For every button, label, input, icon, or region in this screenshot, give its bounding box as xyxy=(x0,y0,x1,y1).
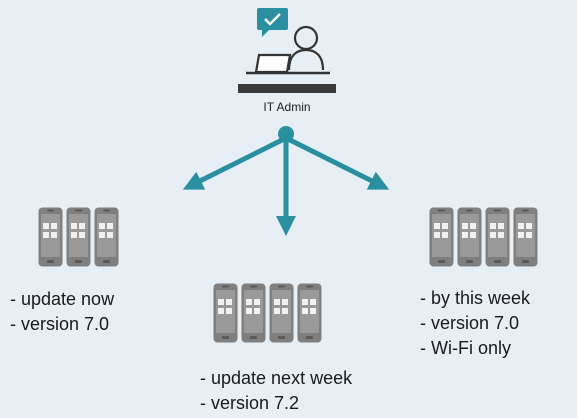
mobile-device-icon xyxy=(241,283,266,348)
group-line: - version 7.0 xyxy=(420,313,520,333)
it-admin-label: IT Admin xyxy=(263,100,311,114)
right-device-group xyxy=(429,207,538,272)
arrow-group xyxy=(182,126,390,236)
group-line: - version 7.2 xyxy=(200,393,300,413)
it-admin-laptop-icon xyxy=(238,8,336,93)
group-line: - Wi-Fi only xyxy=(420,338,511,358)
mobile-device-icon xyxy=(94,207,119,272)
arrow-origin-dot xyxy=(278,126,294,142)
mobile-device-icon xyxy=(269,283,294,348)
mobile-device-icon xyxy=(457,207,482,272)
mobile-device-icon xyxy=(429,207,454,272)
mobile-device-icon xyxy=(66,207,91,272)
arrow-to-left-group xyxy=(182,135,288,190)
mobile-device-icon xyxy=(38,207,63,272)
group-line: - version 7.0 xyxy=(10,314,110,334)
right-group-text: - by this week - version 7.0 - Wi-Fi onl… xyxy=(420,286,530,361)
center-group-text: - update next week - version 7.2 xyxy=(200,366,352,416)
group-line: - update now xyxy=(10,289,115,309)
center-device-group xyxy=(213,283,322,348)
group-line: - update next week xyxy=(200,368,353,388)
mobile-device-icon xyxy=(213,283,238,348)
mobile-device-icon xyxy=(297,283,322,348)
mobile-device-icon xyxy=(513,207,538,272)
group-line: - by this week xyxy=(420,288,531,308)
left-group-text: - update now - version 7.0 xyxy=(10,287,114,337)
mobile-device-icon xyxy=(485,207,510,272)
left-device-group xyxy=(38,207,119,272)
arrow-to-right-group xyxy=(284,135,390,190)
